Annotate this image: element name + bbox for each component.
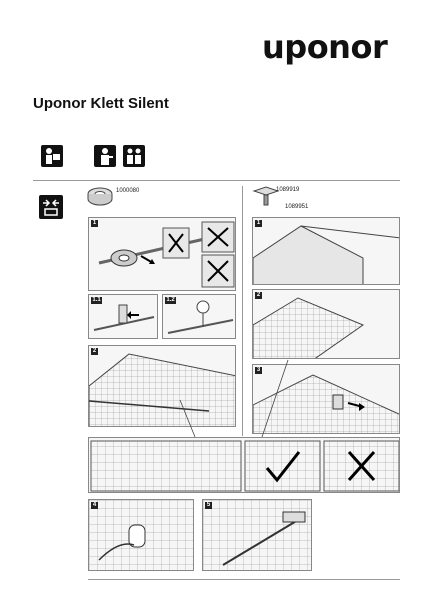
brand-logo: uponor <box>262 28 388 66</box>
step-number: 1.1 <box>91 297 102 304</box>
section-divider <box>33 180 400 181</box>
right-part-code-2: 1089951 <box>285 204 309 210</box>
step-number: 1.2 <box>165 297 176 304</box>
right-part-code-1: 1089919 <box>276 187 300 193</box>
step-1-2-panel: 1.2 <box>162 294 236 339</box>
step-number: 1 <box>255 220 262 227</box>
step-2-panel: 2 <box>88 345 236 427</box>
comparison-panel <box>88 437 400 493</box>
step-number: 4 <box>91 502 98 509</box>
step-number: 2 <box>91 348 98 355</box>
read-manual-icon <box>41 145 63 167</box>
right-step-1-panel: 1 <box>252 217 400 285</box>
step-4-panel: 4 <box>88 499 194 571</box>
step-number: 3 <box>255 367 262 374</box>
tape-roll-image <box>86 186 114 206</box>
step-number: 2 <box>255 292 262 299</box>
right-step-2-panel: 2 <box>252 289 400 359</box>
step-1-1-panel: 1.1 <box>88 294 158 339</box>
step-number: 5 <box>205 502 212 509</box>
step-number: 1 <box>91 220 98 227</box>
step-1-panel: 1 <box>88 217 236 291</box>
left-part-code: 1000080 <box>116 188 140 194</box>
footer-divider <box>88 579 400 580</box>
step-5-panel: 5 <box>202 499 312 571</box>
two-people-icon <box>123 145 145 167</box>
document-title: Uponor Klett Silent <box>33 95 169 112</box>
compress-arrows-icon <box>39 195 63 219</box>
installer-icon <box>94 145 116 167</box>
clip-tool-image <box>252 183 282 211</box>
right-step-3-panel: 3 <box>252 364 400 434</box>
column-divider <box>242 186 243 436</box>
